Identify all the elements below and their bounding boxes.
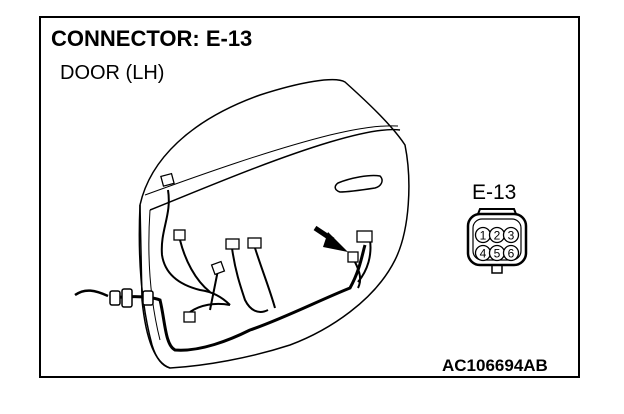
indicator-arrow [313, 225, 348, 252]
harness-main [109, 244, 367, 352]
connector-label: E-13 [472, 181, 517, 204]
pin-label: 2 [494, 229, 501, 243]
door-inner-front [148, 209, 161, 341]
connector-pins [474, 226, 520, 262]
harness-branch-f [354, 261, 362, 289]
harness-connector [225, 238, 240, 250]
pin-label: 5 [494, 247, 501, 261]
diagram-title: CONNECTOR: E-13 [51, 26, 253, 51]
door-handle [334, 174, 383, 193]
figure-code: AC106694AB [442, 356, 548, 375]
harness-connector [160, 172, 175, 187]
harness-connector [173, 229, 186, 241]
door-front-edge [138, 204, 171, 369]
harness-branch-e [189, 302, 231, 313]
door-outline [139, 78, 410, 369]
pin-label: 6 [508, 247, 515, 261]
door-inner-edge [149, 128, 401, 211]
diagram-frame [39, 16, 580, 378]
harness-connector [210, 260, 226, 276]
diagram-subtitle: DOOR (LH) [60, 62, 165, 84]
harness-pigtail [74, 289, 109, 298]
harness-branch-g [357, 239, 372, 283]
harness-branch-c [254, 247, 276, 309]
harness-connector [347, 251, 359, 263]
harness-branch-upper [160, 189, 231, 306]
pin-label: 4 [480, 247, 487, 261]
harness-branch-a [179, 239, 211, 293]
pin-label: 3 [508, 229, 515, 243]
harness-connector [183, 311, 196, 323]
harness-branch-b [231, 247, 269, 313]
grommet [109, 288, 154, 308]
harness-connector [356, 230, 373, 243]
door-belt-line [144, 125, 399, 196]
harness-connector [247, 237, 262, 249]
pin-label: 1 [480, 229, 487, 243]
